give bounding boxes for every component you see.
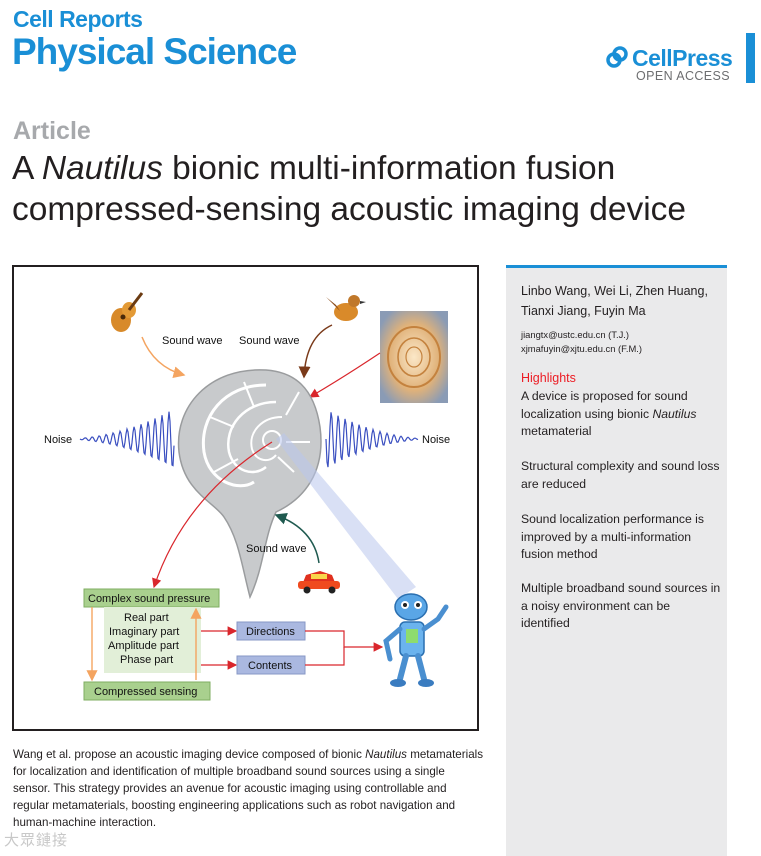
sound-wave-label-bird: Sound wave — [239, 335, 300, 347]
bird-icon — [326, 295, 366, 321]
guitar-icon — [111, 292, 144, 332]
directions-to-robot-arrow — [305, 630, 384, 652]
part-imaginary: Imaginary part — [109, 626, 179, 638]
robot-icon — [383, 593, 449, 687]
car-icon — [298, 571, 340, 594]
noise-label-left: Noise — [44, 434, 72, 446]
author-list: Linbo Wang, Wei Li, Zhen Huang, Tianxi J… — [521, 284, 708, 318]
graphical-abstract-figure: Sound wave Sound wave Noise Noise Sou — [44, 292, 450, 701]
sound-wave-label-car: Sound wave — [246, 543, 307, 555]
journal-name-line1: Cell Reports — [13, 6, 143, 32]
car-sound-arrow — [274, 513, 320, 564]
noise-wave-left — [79, 411, 175, 467]
contents-label: Contents — [248, 660, 293, 672]
figure-caption: Wang et al. propose an acoustic imaging … — [13, 748, 484, 829]
article-type: Article — [13, 117, 91, 145]
sensor-beam — [276, 433, 416, 599]
part-amplitude: Amplitude part — [108, 640, 179, 652]
email-ma[interactable]: xjmafuyin@xjtu.edu.cn (F.M.) — [521, 343, 643, 354]
watermark: 大眾鏈接 — [4, 832, 69, 849]
highlight-1: A device is proposed for sound localizat… — [521, 389, 697, 438]
signal-arrow — [152, 441, 273, 589]
highlights-heading: Highlights — [521, 371, 576, 385]
highlight-2: Structural complexity and sound loss are… — [521, 459, 720, 491]
nautilus-shell-photo — [380, 311, 448, 403]
sidebar-panel: Linbo Wang, Wei Li, Zhen Huang, Tianxi J… — [506, 265, 727, 856]
guitar-sound-arrow — [141, 336, 186, 379]
part-real: Real part — [124, 612, 169, 624]
publisher-name: CellPress — [632, 45, 733, 71]
bird-sound-arrow — [298, 324, 333, 379]
nautilus-metamaterial-device — [177, 369, 322, 600]
compressed-sensing-box — [83, 681, 211, 701]
compressed-sensing-label: Compressed sensing — [94, 686, 197, 698]
parts-box — [104, 607, 201, 673]
journal-name-line2: Physical Science — [12, 31, 297, 72]
contents-to-robot-line — [305, 647, 345, 666]
part-phase: Phase part — [120, 654, 173, 666]
sound-wave-label-guitar: Sound wave — [162, 335, 223, 347]
noise-wave-right — [325, 412, 419, 468]
highlight-4: Multiple broadband sound sources in a no… — [521, 581, 721, 630]
graphical-abstract: Sound wave Sound wave Noise Noise Sou — [12, 265, 479, 731]
correspondence-emails: jiangtx@ustc.edu.cn (T.J.) xjmafuyin@xjt… — [521, 328, 642, 356]
noise-label-right: Noise — [422, 434, 450, 446]
complex-sound-pressure-label: Complex sound pressure — [88, 593, 210, 605]
cellpress-logo-icon — [606, 46, 628, 68]
brand-accent-bar — [746, 33, 755, 83]
article-title: A Nautilus bionic multi-information fusi… — [12, 150, 687, 228]
photo-to-shell-arrow — [308, 352, 381, 398]
highlight-3: Sound localization performance is improv… — [521, 512, 704, 561]
email-jiang[interactable]: jiangtx@ustc.edu.cn (T.J.) — [521, 329, 629, 340]
directions-label: Directions — [246, 626, 295, 638]
open-access-label: OPEN ACCESS — [636, 69, 731, 83]
